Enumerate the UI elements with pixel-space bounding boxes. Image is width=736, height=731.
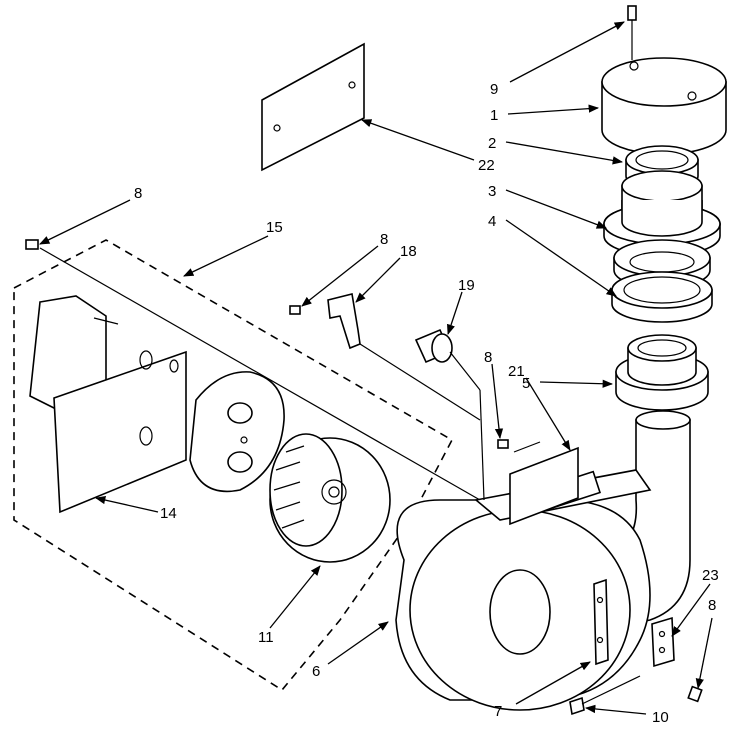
label-14: 14 [160, 505, 177, 522]
screw-part-10 [569, 675, 641, 716]
leader-22 [361, 119, 475, 161]
leader-14 [94, 496, 159, 513]
label-15: 15 [266, 219, 283, 236]
leader-2 [505, 141, 624, 165]
screw-part-8-clip [289, 305, 301, 315]
leader-4 [505, 219, 617, 297]
label-8-clip: 8 [380, 231, 388, 248]
label-10: 10 [652, 709, 669, 726]
label-4: 4 [488, 213, 496, 230]
label-6: 6 [312, 663, 320, 680]
leader-6 [327, 621, 389, 665]
leader-21 [525, 377, 571, 451]
collar-part-3 [603, 170, 721, 257]
leader-1 [507, 104, 600, 115]
leader-8-clip [301, 245, 379, 307]
adapter-part-5 [615, 334, 709, 411]
leader-8-mid [491, 363, 504, 440]
label-2: 2 [488, 135, 496, 152]
label-8-lower: 8 [708, 597, 716, 614]
screw-part-8-mid [497, 439, 509, 449]
grommet-part-4 [611, 239, 713, 323]
label-1: 1 [490, 107, 498, 124]
leader-23 [671, 583, 711, 637]
leader-19 [447, 291, 463, 335]
blower-housing-part-6 [395, 410, 691, 711]
bracket-part-21 [509, 441, 579, 526]
bracket-part-23 [651, 616, 675, 668]
label-5: 5 [522, 375, 530, 392]
label-19: 19 [458, 277, 475, 294]
label-22: 22 [478, 157, 495, 174]
screw-part-9 [627, 5, 637, 60]
leader-9 [509, 21, 625, 83]
leader-15 [183, 235, 269, 277]
leader-18 [355, 257, 401, 303]
leader-11 [269, 565, 321, 629]
assembly-dashed-boundary [13, 239, 454, 692]
sensor-part-19 [414, 328, 485, 501]
leader-10 [584, 704, 647, 715]
label-21: 21 [508, 363, 525, 380]
blower-wheel-part-11 [269, 433, 391, 563]
motor-plate-part-14 [29, 295, 187, 514]
motor-endbell [189, 371, 285, 493]
screw-part-8-left [25, 239, 39, 250]
screw-part-8-lower [687, 685, 703, 703]
screw-alignment-line [39, 247, 481, 501]
label-23: 23 [702, 567, 719, 584]
leader-5 [539, 379, 614, 388]
leader-8-lower [695, 617, 713, 690]
bracket-part-7 [593, 578, 609, 666]
label-7: 7 [494, 703, 502, 720]
label-3: 3 [488, 183, 496, 200]
leader-7 [515, 661, 591, 705]
cap-part-1 [601, 57, 727, 155]
leader-3 [505, 189, 607, 229]
plate-part-22 [261, 42, 365, 172]
label-8-mid: 8 [484, 349, 492, 366]
clip-part-18 [327, 293, 481, 421]
label-9: 9 [490, 81, 498, 98]
leader-8-left [39, 199, 131, 245]
label-18: 18 [400, 243, 417, 260]
label-11: 11 [258, 629, 274, 646]
label-8-left: 8 [134, 185, 142, 202]
